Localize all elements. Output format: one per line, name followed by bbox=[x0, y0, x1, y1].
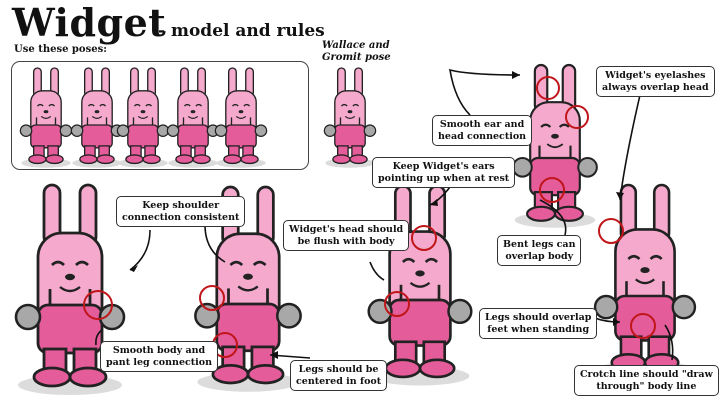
note-line: centered in foot bbox=[296, 375, 382, 387]
note-line: Keep Widget's ears bbox=[392, 161, 495, 172]
note-line: pointing up when at rest bbox=[378, 172, 510, 184]
note-line: be flush with body bbox=[297, 235, 395, 247]
note-legs-overlap-feet: Legs should overlap feet when standing bbox=[479, 308, 598, 339]
note-line: Keep shoulder bbox=[142, 200, 220, 211]
wallace-gromit-label-line2: Gromit pose bbox=[322, 52, 391, 63]
widget-wallace-gromit-pose bbox=[323, 67, 377, 169]
note-line: Legs should overlap bbox=[485, 312, 592, 323]
note-ears-up: Keep Widget's ears pointing up when at r… bbox=[372, 157, 516, 188]
note-line: Widget's eyelashes bbox=[605, 70, 706, 81]
note-shoulder-connection: Keep shoulder connection consistent bbox=[116, 196, 246, 227]
note-line: Smooth body and bbox=[112, 345, 206, 356]
page-title: Widget bbox=[12, 0, 167, 45]
note-line: Smooth ear and bbox=[439, 119, 525, 130]
note-line: Crotch line should "draw bbox=[580, 369, 713, 380]
use-poses-label: Use these poses: bbox=[14, 44, 107, 55]
widget-large-waving bbox=[367, 184, 473, 387]
note-eyelashes: Widget's eyelashes always overlap head bbox=[596, 66, 715, 97]
note-line: through" body line bbox=[596, 380, 697, 392]
widget-large-jumping bbox=[512, 63, 598, 229]
note-line: always overlap head bbox=[602, 81, 709, 93]
note-line: overlap body bbox=[505, 250, 574, 262]
note-line: Bent legs can bbox=[503, 239, 576, 250]
note-ear-connection: Smooth ear and head connection bbox=[432, 115, 533, 146]
widget-large-sitting bbox=[593, 183, 697, 381]
note-line: Legs should be bbox=[298, 364, 379, 375]
wallace-gromit-label-line1: Wallace and bbox=[322, 40, 390, 51]
note-line: head connection bbox=[438, 130, 527, 142]
note-line: feet when standing bbox=[487, 323, 590, 335]
note-legs-centered: Legs should be centered in foot bbox=[290, 360, 388, 391]
page-subtitle: - model and rules bbox=[158, 21, 325, 41]
note-crotch-line: Crotch line should "draw through" body l… bbox=[574, 365, 719, 396]
note-head-flush: Widget's head should be flush with body bbox=[283, 220, 410, 251]
wallace-gromit-label: Wallace and Gromit pose bbox=[322, 40, 391, 64]
note-line: connection consistent bbox=[122, 211, 240, 223]
note-line: pant leg connection bbox=[106, 356, 213, 368]
note-smooth-body: Smooth body and pant leg connection bbox=[100, 341, 219, 372]
note-bent-legs: Bent legs can overlap body bbox=[497, 235, 582, 266]
poses-frame bbox=[11, 61, 309, 170]
note-line: Widget's head should bbox=[289, 224, 404, 235]
